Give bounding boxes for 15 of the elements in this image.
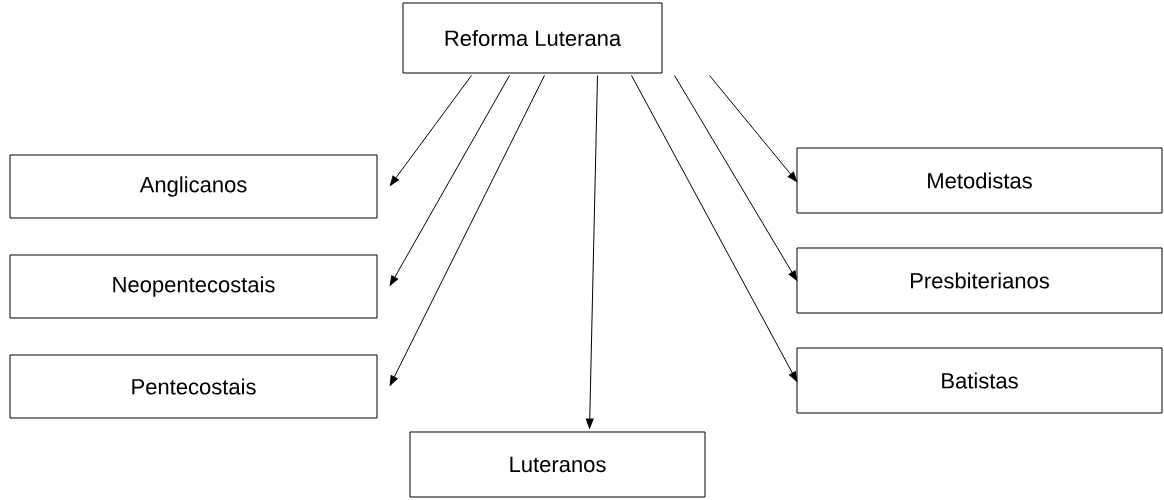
box: Anglicanos [9, 154, 378, 219]
arrow [585, 75, 598, 429]
arrow [389, 75, 545, 386]
box: Presbiterianos [796, 247, 1163, 314]
arrow [389, 75, 472, 186]
box: Batistas [796, 347, 1163, 414]
box: Neopentecostais [9, 254, 378, 319]
box: Reforma Luterana [402, 2, 663, 74]
arrow [631, 75, 798, 382]
arrow [389, 75, 510, 286]
arrow [674, 75, 798, 281]
box: Luteranos [409, 431, 706, 498]
box: Pentecostais [9, 354, 378, 419]
arrow [709, 75, 798, 182]
box: Metodistas [796, 147, 1163, 214]
